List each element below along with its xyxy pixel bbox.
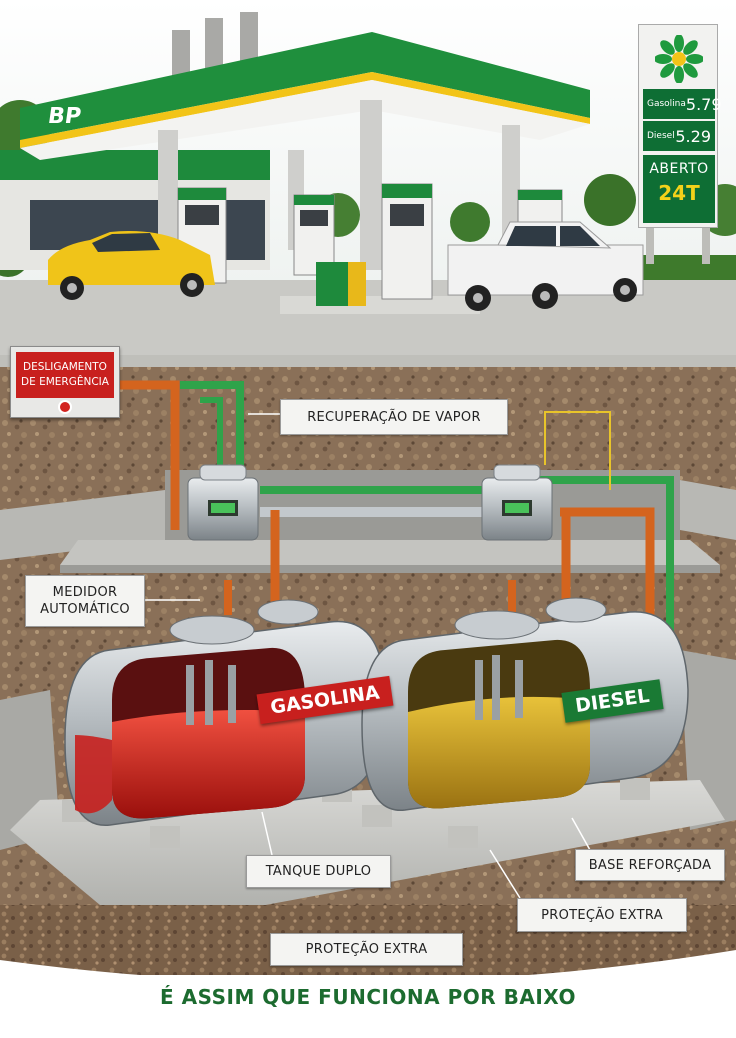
callout-automatic-meter: MEDIDOR AUTOMÁTICO	[25, 575, 145, 627]
callout-leaders	[145, 413, 591, 899]
automatic-meter-left	[187, 464, 259, 541]
price-label: Gasolina	[647, 99, 686, 109]
price-row-gasoline: Gasolina 5.79	[643, 89, 722, 119]
open-status-box: ABERTO 24T	[643, 155, 715, 223]
footer-caption: É ASSIM QUE FUNCIONA POR BAIXO	[159, 985, 577, 1009]
price-sign-board: Gasolina 5.79 Diesel 5.29 ABERTO 24T	[638, 24, 722, 228]
diesel-tank	[361, 597, 689, 811]
open-status: ABERTO	[649, 161, 709, 177]
emergency-shutoff-panel: DESLIGAMENTO DE EMERGÊNCIA	[10, 346, 120, 418]
fuel-pump	[293, 194, 335, 276]
callout-double-tank: TANQUE DUPLO	[246, 855, 391, 888]
pipes	[120, 380, 674, 650]
price-value: 5.29	[675, 126, 711, 146]
emergency-line-2: DE EMERGÊNCIA	[21, 376, 109, 388]
price-row-diesel: Diesel 5.29	[643, 121, 715, 151]
callout-meter-line-1: MEDIDOR	[52, 585, 118, 600]
callout-extra-protection-right: PROTEÇÃO EXTRA	[517, 898, 687, 932]
emergency-shutoff-label: DESLIGAMENTO DE EMERGÊNCIA	[16, 352, 114, 398]
callout-meter-line-2: AUTOMÁTICO	[40, 602, 130, 617]
fuel-pump	[381, 183, 433, 300]
canopy-brand-logo: BP	[46, 104, 83, 129]
sign-post	[702, 228, 710, 264]
emergency-button-icon	[58, 400, 72, 414]
callout-vapor-recovery: RECUPERAÇÃO DE VAPOR	[280, 399, 508, 435]
price-sign: Gasolina 5.79 Diesel 5.29 ABERTO 24T	[638, 24, 722, 264]
open-hours: 24T	[658, 181, 700, 205]
emergency-line-1: DESLIGAMENTO	[23, 361, 107, 373]
white-pickup	[447, 221, 644, 311]
price-label: Diesel	[647, 131, 675, 141]
sunflower-logo-icon	[655, 35, 703, 83]
sign-post	[646, 228, 654, 264]
gasoline-tank	[64, 599, 386, 826]
price-value: 5.79	[685, 94, 722, 114]
automatic-meter-right	[481, 464, 553, 541]
callout-reinforced-base: BASE REFORÇADA	[575, 849, 725, 881]
fuel-pump	[517, 189, 563, 226]
yellow-car	[48, 231, 215, 300]
callout-extra-protection-bottom: PROTEÇÃO EXTRA	[270, 933, 463, 966]
